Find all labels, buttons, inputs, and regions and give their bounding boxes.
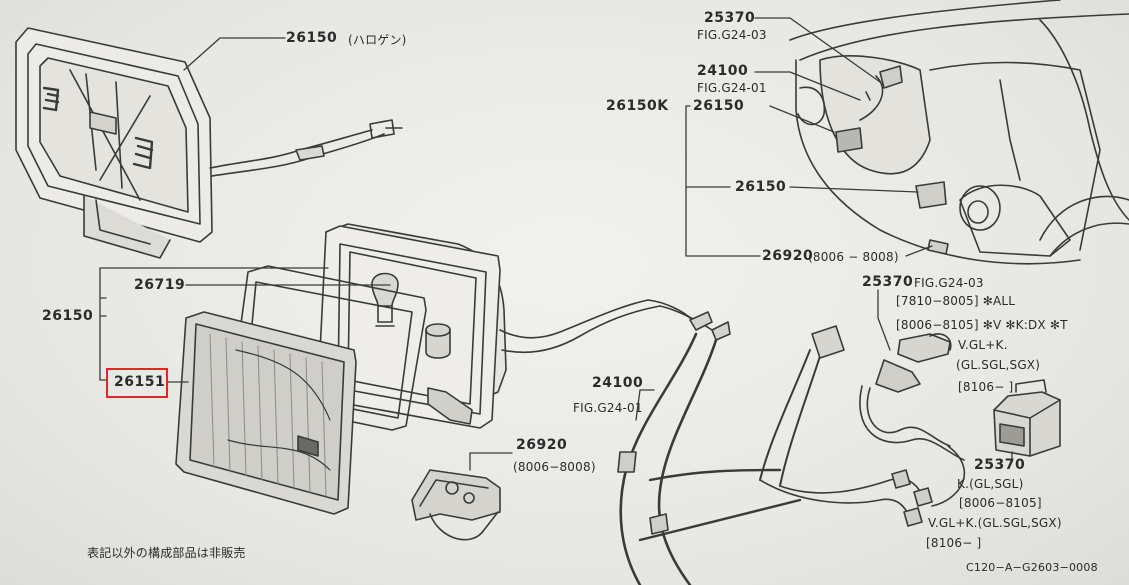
harness-fig-reference: FIG.G24-01 [573,401,643,415]
switch-b-part-number: 25370 [974,457,1026,473]
car-switch-fig-reference: FIG.G24-03 [697,28,767,42]
switch-illustration [859,333,1061,507]
kit-lamp-part-number: 26150 [693,98,745,114]
car-harness-fig-reference: FIG.G24-01 [697,81,767,95]
diagram-code: C120−A−G2603−0008 [966,561,1098,574]
kit-part-number: 26150K [606,98,669,114]
switch-a-line-4: (GL.SGL,SGX) [956,358,1041,372]
bracket-range: (8006−8008) [513,460,596,474]
top-lamp-halogen-note: (ハロゲン) [348,33,407,47]
switch-a-fig-reference: FIG.G24-03 [914,276,984,290]
switch-b-line-4: [8106− ] [926,536,982,550]
car-harness-part-number: 24100 [697,63,749,79]
switch-a-line-3: V.GL+K. [958,338,1008,352]
bracket-part-number: 26920 [516,437,568,453]
highlight-box [106,368,168,398]
lens-part-number: 26151 [114,374,166,390]
wire-harness-illustration [617,299,933,585]
switch-b-line-2: [8006−8105] [959,496,1042,510]
harness-part-number: 24100 [592,375,644,391]
lamp-housing-illustration [175,223,661,541]
car-bracket-part-number: 26920 [762,248,814,264]
assembly-part-number: 26150 [42,308,94,324]
halogen-lamp-illustration [15,27,403,259]
switch-a-line-5: [8106− ] [958,380,1014,394]
switch-a-part-number: 25370 [862,274,914,290]
switch-a-line-2: [8006−8105] ✻V ✻K:DX ✻T [896,318,1068,332]
switch-b-line-1: K.(GL,SGL) [957,477,1024,491]
car-lamp-part-number: 26150 [735,179,787,195]
switch-b-line-3: V.GL+K.(GL.SGL,SGX) [928,516,1062,530]
bulb-part-number: 26719 [134,277,186,293]
car-bracket-range: (8006 − 8008) [808,250,899,264]
car-switch-part-number: 25370 [704,10,756,26]
switch-a-line-1: [7810−8005] ✻ALL [896,294,1016,308]
leader-lines [99,17,1013,471]
footnote: 表記以外の構成部品は非販売 [87,546,246,560]
top-lamp-part-number: 26150 [286,30,338,46]
vehicle-illustration [789,0,1129,265]
